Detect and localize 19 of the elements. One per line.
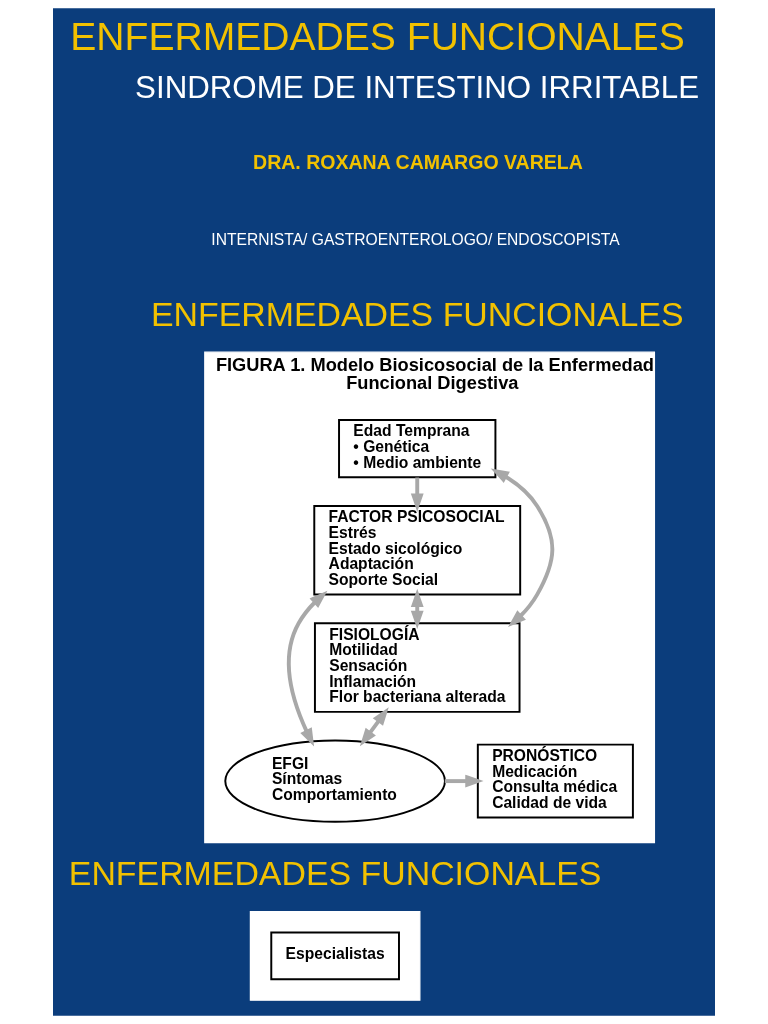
arrow	[410, 588, 424, 629]
node-box: Edad Temprana • Genética • Medio ambiente	[338, 419, 497, 479]
label: ENFERMEDADES FUNCIONALES	[150, 294, 684, 333]
label: SINDROME DE INTESTINO IRRITABLE	[135, 70, 700, 106]
arrow	[490, 468, 555, 628]
node-box: PRONÓSTICO Medicación Consulta médica Calidad de vida	[476, 743, 634, 819]
arrow	[359, 707, 389, 747]
arrow	[410, 477, 424, 512]
node-box: FACTOR PSICOSOCIAL Estrés Estado sicológico Adaptación Soporte Social	[313, 505, 522, 596]
label: ENFERMEDADES FUNCIONALES	[68, 854, 602, 893]
diagram-title: ENFERMEDADES FUNCIONALES	[70, 14, 685, 58]
label: DRA. ROXANA CAMARGO VARELA	[253, 151, 583, 174]
arrow	[444, 774, 484, 788]
arrow	[287, 590, 328, 747]
cluster	[249, 910, 421, 1001]
label: INTERNISTA/ GASTROENTEROLOGO/ ENDOSCOPISTA	[211, 231, 620, 249]
node-box: FISIOLOGÍA Motilidad Sensación Inflamación Flor bacteriana alterada	[313, 622, 521, 713]
node-ellipse: EFGI Síntomas Comportamiento	[224, 739, 446, 823]
node-box: Especialistas	[270, 931, 400, 981]
